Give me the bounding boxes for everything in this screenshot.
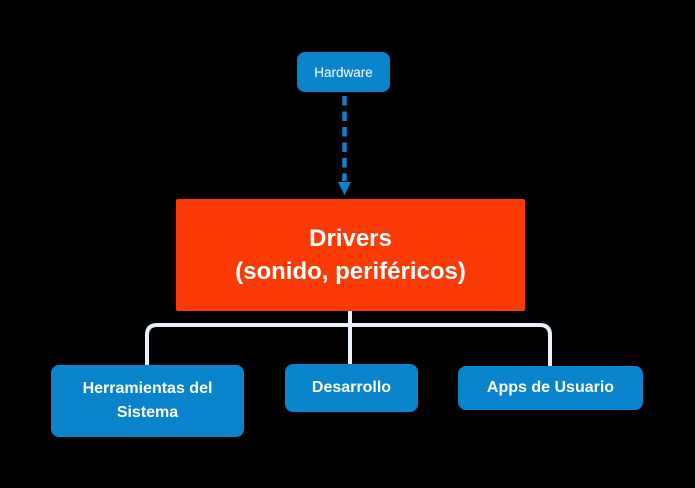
edge-drivers-herramientas <box>145 323 350 365</box>
node-apps-de-usuario[interactable]: Apps de Usuario <box>458 366 643 410</box>
node-desarrollo-label: Desarrollo <box>311 379 392 396</box>
edge-drivers-apps <box>350 323 552 366</box>
node-hardware-label: Hardware <box>314 64 373 80</box>
node-herramientas-label: Herramientas del Sistema <box>83 377 213 425</box>
node-drivers-label: Drivers (sonido, periféricos) <box>235 222 466 288</box>
node-herramientas-label-line1: Herramientas del <box>82 380 213 397</box>
node-drivers-label-line1: Drivers <box>309 225 392 252</box>
node-herramientas-del-sistema[interactable]: Herramientas del Sistema <box>51 365 244 437</box>
node-herramientas-label-line2: Sistema <box>116 404 179 421</box>
node-hardware[interactable]: Hardware <box>297 52 390 92</box>
node-drivers-label-line2: (sonido, periféricos) <box>235 258 466 285</box>
node-desarrollo[interactable]: Desarrollo <box>285 364 418 412</box>
arrowhead-down-icon <box>338 182 351 195</box>
node-apps-label: Apps de Usuario <box>486 379 615 396</box>
node-drivers[interactable]: Drivers (sonido, periféricos) <box>176 199 525 311</box>
